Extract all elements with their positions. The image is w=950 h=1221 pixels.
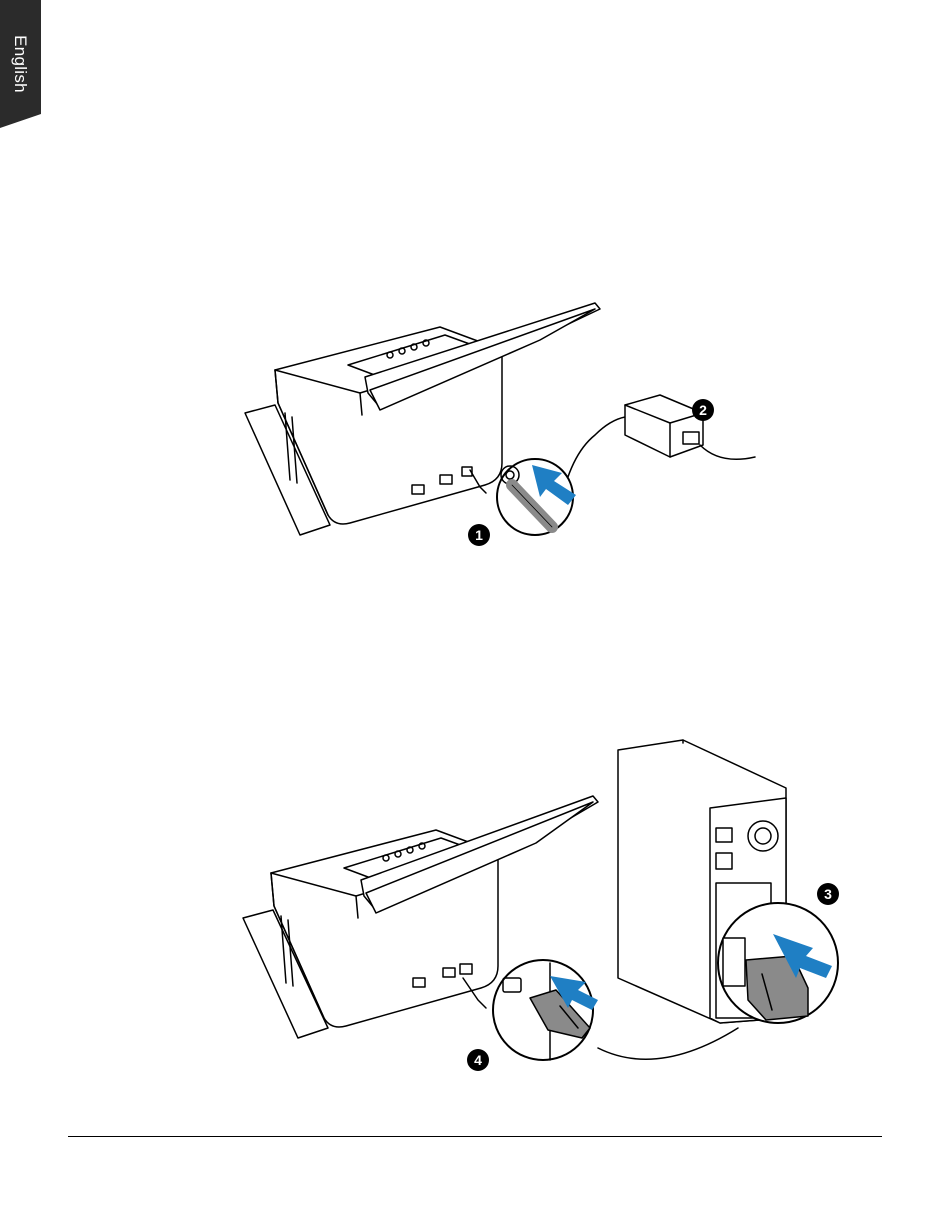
callout-badge-1: 1	[468, 524, 490, 546]
figure-usb-connection: 3 4	[238, 738, 850, 1078]
footer-divider	[68, 1136, 882, 1137]
callout-badge-3: 3	[817, 883, 839, 905]
language-label: English	[10, 35, 30, 93]
figure-power-connection: 1 2	[240, 295, 770, 555]
callout-badge-2: 2	[692, 399, 714, 421]
callout-badge-4: 4	[467, 1049, 489, 1071]
language-tab: English	[0, 0, 41, 128]
